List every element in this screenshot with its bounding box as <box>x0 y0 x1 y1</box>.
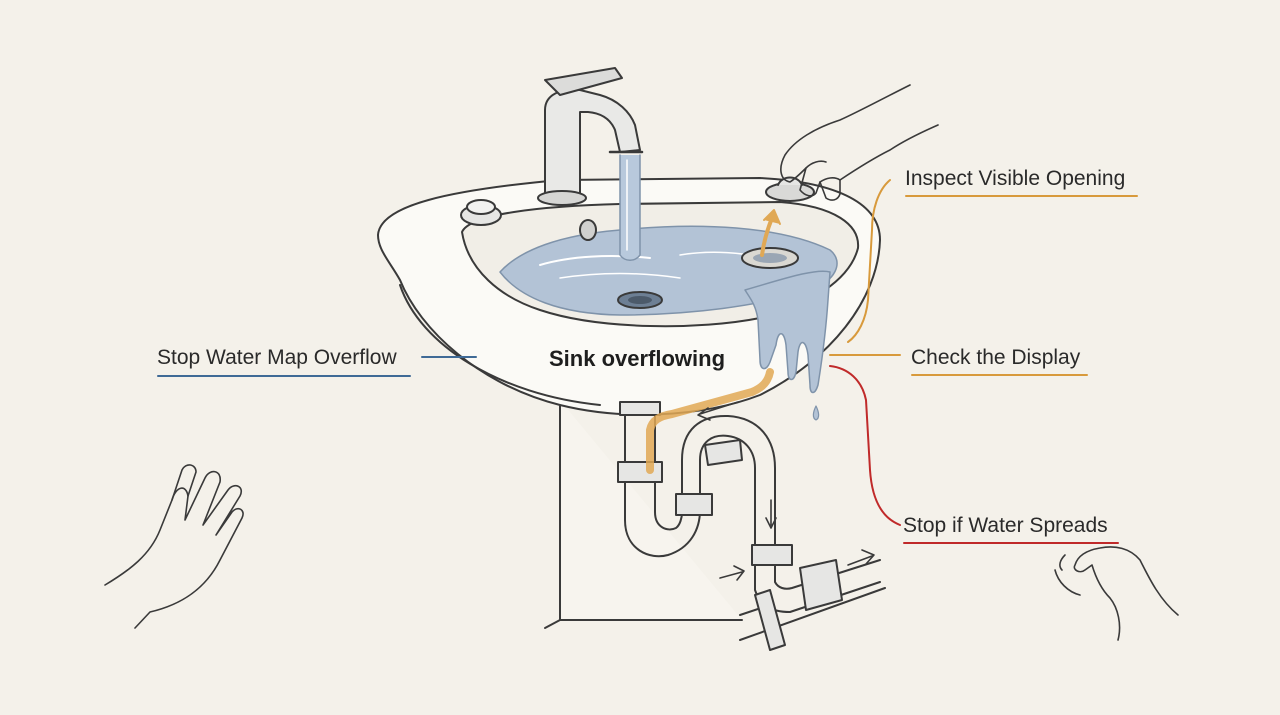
water-stream <box>619 154 641 261</box>
lift-arrow <box>760 209 781 257</box>
callout-top-right: Inspect Visible Opening <box>905 167 1126 190</box>
hand-top-icon <box>780 84 939 201</box>
sink-pedestal <box>544 399 743 629</box>
drain-pipes <box>617 368 886 651</box>
sink-controls <box>460 199 597 241</box>
callout-mid-right: Check the Display <box>911 346 1081 369</box>
top-right-callout-lines <box>847 179 1138 343</box>
callout-bottom-right: Stop if Water Spreads <box>903 514 1108 537</box>
overflow-water <box>744 270 831 421</box>
callout-left: Stop Water Map Overflow <box>157 346 397 369</box>
center-label: Sink overflowing <box>549 346 726 371</box>
mid-right-callout-lines <box>829 354 1088 376</box>
left-callout-lines <box>157 356 477 377</box>
bottom-right-callout-lines <box>829 365 1119 544</box>
faucet <box>537 67 644 206</box>
hand-left-icon <box>104 464 244 629</box>
hand-right-icon <box>1054 546 1179 641</box>
